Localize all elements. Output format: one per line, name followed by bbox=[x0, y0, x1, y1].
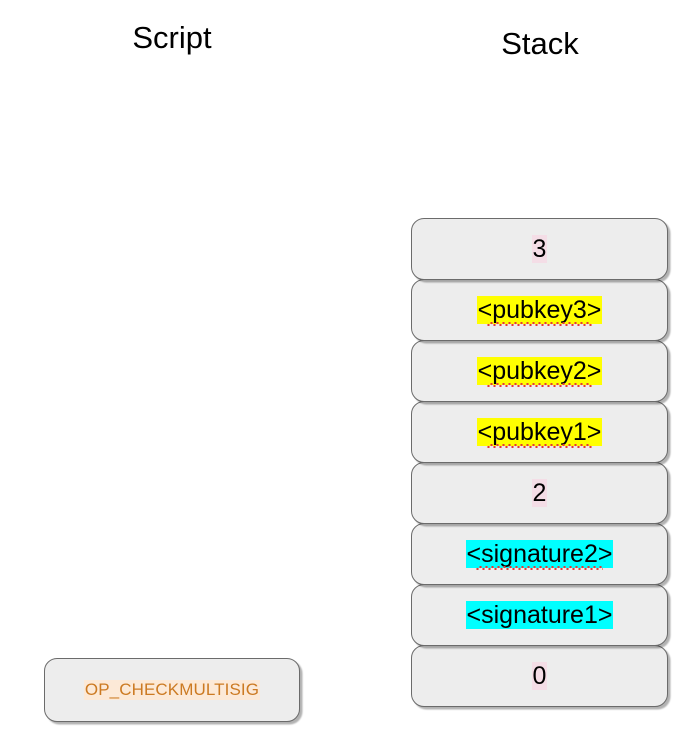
stack-item-label: <pubkey3> bbox=[476, 295, 603, 327]
stack-item-label: <pubkey1> bbox=[476, 417, 603, 449]
stack-item[interactable]: 0 bbox=[411, 645, 668, 707]
stack-item[interactable]: <pubkey1> bbox=[411, 401, 668, 463]
stack-item-label: 3 bbox=[531, 234, 548, 264]
stack-item[interactable]: <signature2> bbox=[411, 523, 668, 585]
stack-item-label: <signature2> bbox=[465, 539, 614, 571]
script-item-label: OP_CHECKMULTISIG bbox=[83, 680, 261, 700]
stack-item[interactable]: 3 bbox=[411, 218, 668, 280]
stack-item[interactable]: <signature1> bbox=[411, 584, 668, 646]
script-column-title: Script bbox=[132, 20, 212, 55]
stack-item[interactable]: <pubkey2> bbox=[411, 340, 668, 402]
stack-column: 3 <pubkey3> <pubkey2> <pubkey1> 2 <signature2… bbox=[411, 218, 668, 707]
stack-item[interactable]: 2 bbox=[411, 462, 668, 524]
script-item-op-checkmultisig[interactable]: OP_CHECKMULTISIG bbox=[44, 658, 300, 722]
stack-item-label: <signature1> bbox=[465, 600, 614, 630]
stack-column-title: Stack bbox=[501, 26, 579, 61]
stack-item[interactable]: <pubkey3> bbox=[411, 279, 668, 341]
stack-item-label: <pubkey2> bbox=[476, 356, 603, 388]
stack-item-label: 0 bbox=[531, 661, 548, 691]
stack-item-label: 2 bbox=[531, 478, 548, 508]
